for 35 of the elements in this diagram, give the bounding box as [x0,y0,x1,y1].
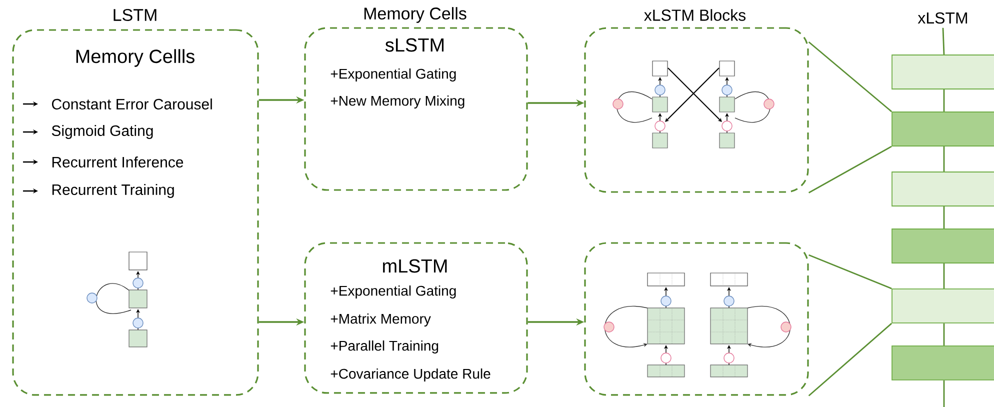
box-title: Memory Cellls [76,49,194,67]
column-heading: xLSTM [918,12,968,24]
feature-text: +Exponential Gating [330,68,456,82]
connector-line [808,146,892,194]
feature-text: +Exponential Gating [330,285,456,298]
column-heading: xLSTM Blocks [644,9,746,21]
block-box [584,242,809,396]
connector-line [942,28,945,55]
feature-text: Constant Error Carousel [52,98,212,110]
column-heading: Memory Cells [364,7,466,23]
connector-line [943,146,945,172]
feature-text: Sigmoid Gating [52,125,153,139]
feature-text: Recurrent Training [52,184,174,198]
connector-line [808,41,892,112]
connector-line [943,206,945,229]
feature-text: +Covariance Update Rule [330,368,490,382]
connector-line [943,263,945,289]
layer-block [892,112,994,146]
connector-line [808,254,892,290]
connector-line [808,322,892,396]
connector-line [943,89,945,112]
layer-block [892,346,994,380]
box-title: mLSTM [383,259,447,273]
feature-text: +Matrix Memory [330,313,431,326]
feature-text: +New Memory Mixing [330,95,464,109]
layer-block [892,172,994,206]
box-title: sLSTM [385,38,444,52]
column-heading: LSTM [114,8,156,22]
layer-block [892,288,994,324]
layer-block [892,228,994,264]
layer-block [892,54,994,90]
feature-text: +Parallel Training [330,340,438,354]
connector-line [943,323,945,346]
connector-line [943,380,945,407]
feature-text: Recurrent Inference [52,156,184,168]
